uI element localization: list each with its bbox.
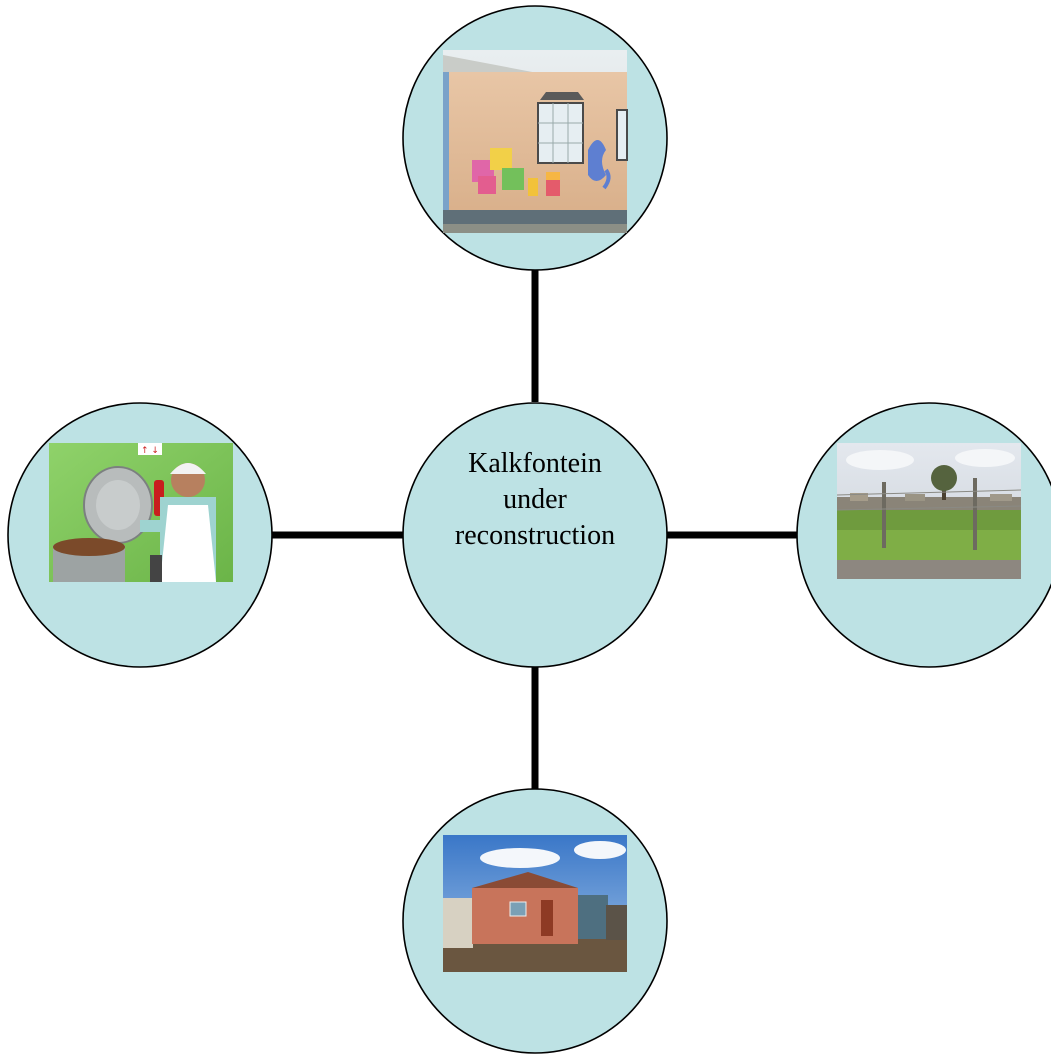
center-label-line-3: reconstruction — [454, 520, 616, 551]
kitchen-worker-photo: ↑ ↓ — [49, 443, 233, 582]
center-circle — [402, 402, 668, 668]
center-label-line-1: Kalkfontein — [468, 448, 602, 479]
school-building-photo — [443, 50, 628, 233]
center-label: Kalkfontein under reconstruction — [433, 446, 637, 554]
open-field-photo — [836, 443, 1022, 579]
svg-text:↑ ↓: ↑ ↓ — [141, 446, 159, 456]
center-label-line-2: under — [503, 484, 567, 515]
house-photo — [443, 835, 627, 972]
